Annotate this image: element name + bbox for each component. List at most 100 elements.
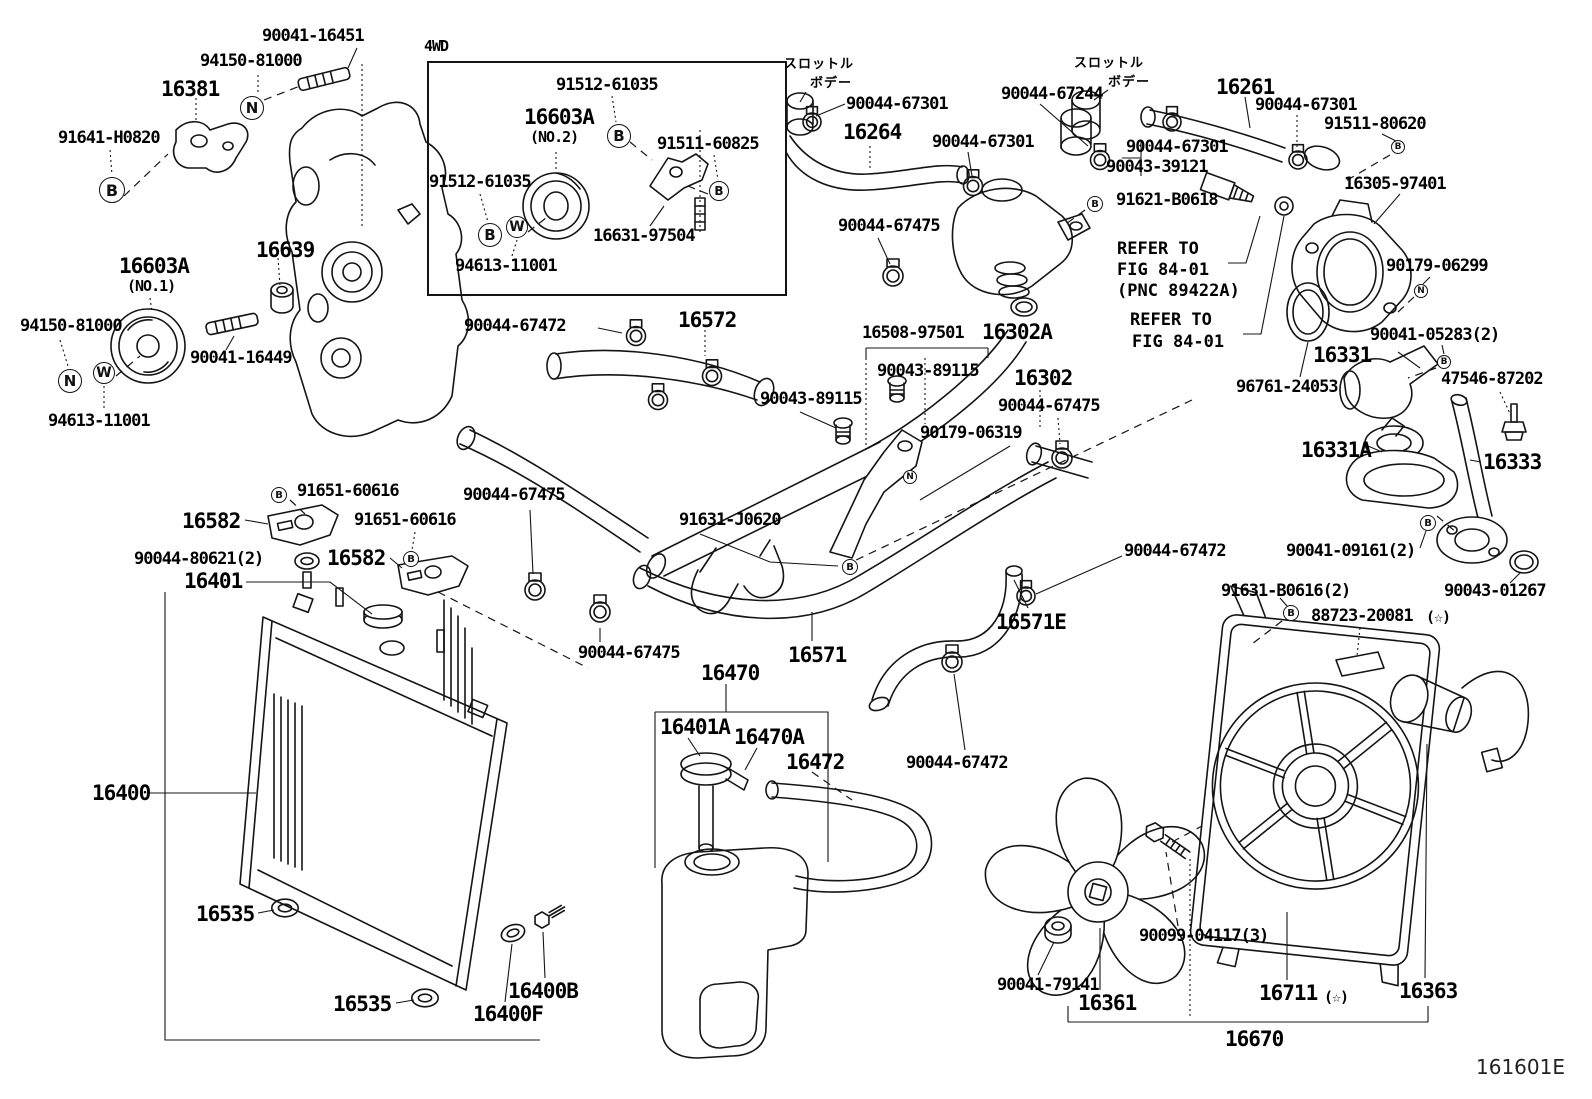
hose-16472-drawing	[766, 781, 931, 892]
part-label: 16470A	[734, 725, 805, 749]
part-label: 90044-67475	[998, 396, 1101, 416]
part-sublabel: (NO.2)	[530, 128, 579, 146]
water-outlet-16302-drawing	[952, 179, 1090, 316]
figure-code: 161601E	[1476, 1055, 1565, 1079]
part-label: 91512-61035	[556, 75, 659, 95]
reservoir-16470-drawing	[655, 712, 828, 1058]
part-label: 90044-67244	[1001, 84, 1104, 104]
part-label: 16361	[1078, 991, 1137, 1015]
part-label: 90044-67472	[1124, 541, 1227, 561]
part-label: 90041-05283(2)	[1370, 325, 1500, 345]
fastener-marker-B: B	[99, 177, 125, 203]
part-label: 16631-97504	[593, 226, 696, 246]
part-label: 16401	[184, 569, 243, 593]
washer-icon	[1275, 197, 1293, 215]
part-sublabel: (☆)	[1426, 608, 1451, 626]
part-label: 96761-24053	[1236, 377, 1339, 397]
engine-front-cover-drawing	[286, 64, 468, 436]
bracket-16582-drawing	[398, 556, 468, 595]
bolt-16400B-drawing	[532, 901, 568, 930]
part-label: 90043-89115	[760, 389, 863, 409]
part-label: 90043-39121	[1106, 157, 1209, 177]
refer-note: REFER TO	[1117, 239, 1199, 259]
fan-shroud-16670-drawing	[1187, 586, 1444, 987]
gasket-96761-drawing	[1287, 283, 1329, 341]
part-label: 94150-81000	[200, 51, 303, 71]
part-label: 16670	[1225, 1027, 1284, 1051]
part-label: 94613-11001	[455, 256, 558, 276]
part-label: 16400F	[473, 1002, 544, 1026]
refer-note: (PNC 89422A)	[1117, 281, 1240, 301]
part-label: 90044-67475	[463, 485, 566, 505]
part-label: 16400B	[508, 979, 579, 1003]
fastener-marker-B: B	[1391, 140, 1405, 154]
throttle-body-note: スロットル	[784, 57, 855, 72]
mount-pin	[437, 630, 444, 652]
part-sublabel: 4WD	[424, 37, 449, 55]
lower-pipe-drawing	[454, 330, 1092, 581]
hose-16572-drawing	[547, 350, 777, 408]
leader-lines	[60, 48, 1521, 1040]
fastener-marker-N: N	[240, 96, 264, 120]
refer-note: FIG 84-01	[1117, 260, 1210, 280]
part-label: 47546-87202	[1441, 369, 1544, 389]
part-label: 90044-67472	[906, 753, 1009, 773]
stay-bracket-drawing	[691, 430, 922, 614]
fastener-marker-B: B	[1087, 196, 1103, 212]
fastener-marker-W: W	[93, 362, 115, 384]
fastener-marker-B: B	[1437, 355, 1451, 369]
radiator-cap-16401-drawing	[364, 605, 402, 628]
fastener-marker-N: N	[58, 369, 82, 393]
part-label: 16508-97501	[862, 323, 965, 343]
gasket-90043-01267-drawing	[1510, 551, 1538, 573]
part-label: 90044-67301	[846, 94, 949, 114]
throttle-body-note: ボデー	[1108, 75, 1151, 90]
fan-16361-drawing	[972, 769, 1206, 1009]
part-label: 16639	[256, 238, 315, 262]
bracket-16381-drawing	[174, 122, 248, 172]
part-label: 16582	[182, 509, 241, 533]
part-label: 16401A	[660, 715, 731, 739]
part-label: 94613-11001	[48, 411, 151, 431]
part-label: 90179-06299	[1386, 256, 1489, 276]
hose-16261-drawing	[1141, 107, 1343, 174]
refer-note: REFER TO	[1130, 310, 1212, 330]
part-label: 16331	[1313, 343, 1372, 367]
part-label: 91651-60616	[354, 510, 457, 530]
caution-sticker-88723	[1336, 652, 1384, 676]
fastener-marker-N: N	[903, 470, 917, 484]
part-label: 16331A	[1301, 438, 1372, 462]
part-label: 16603A	[524, 105, 595, 129]
fastener-marker-B: B	[607, 124, 631, 148]
part-label: 16400	[92, 781, 151, 805]
part-sublabel: (☆)	[1324, 988, 1349, 1006]
part-label: 90044-67475	[578, 643, 681, 663]
part-label: 16363	[1399, 979, 1458, 1003]
part-label: 16261	[1216, 75, 1275, 99]
part-label: 16582	[327, 546, 386, 570]
part-label: 16603A	[119, 254, 190, 278]
fastener-marker-B: B	[271, 487, 287, 503]
part-label: 16302	[1014, 366, 1073, 390]
part-label: 16470	[701, 661, 760, 685]
throttle-body-note: ボデー	[810, 76, 853, 91]
part-label: 16264	[843, 120, 902, 144]
part-label: 90044-67301	[1255, 95, 1358, 115]
part-label: 16571	[788, 643, 847, 667]
nut-90041-79141-drawing	[1045, 917, 1071, 943]
hose-16571-drawing	[630, 462, 1056, 618]
mount-pin	[303, 572, 311, 588]
part-label: 16302A	[982, 320, 1053, 344]
fastener-marker-W: W	[506, 216, 528, 238]
part-label: 91511-60825	[657, 134, 760, 154]
part-label: 90043-89115	[877, 361, 980, 381]
part-label: 94150-81000	[20, 316, 123, 336]
fastener-marker-B: B	[842, 559, 858, 575]
part-label: 90041-09161(2)	[1286, 541, 1416, 561]
part-label: 90043-01267	[1444, 581, 1547, 601]
part-label: 90044-67301	[932, 132, 1035, 152]
part-label: 90041-79141	[997, 975, 1100, 995]
part-label: 91651-60616	[297, 481, 400, 501]
fastener-marker-B: B	[478, 223, 502, 247]
